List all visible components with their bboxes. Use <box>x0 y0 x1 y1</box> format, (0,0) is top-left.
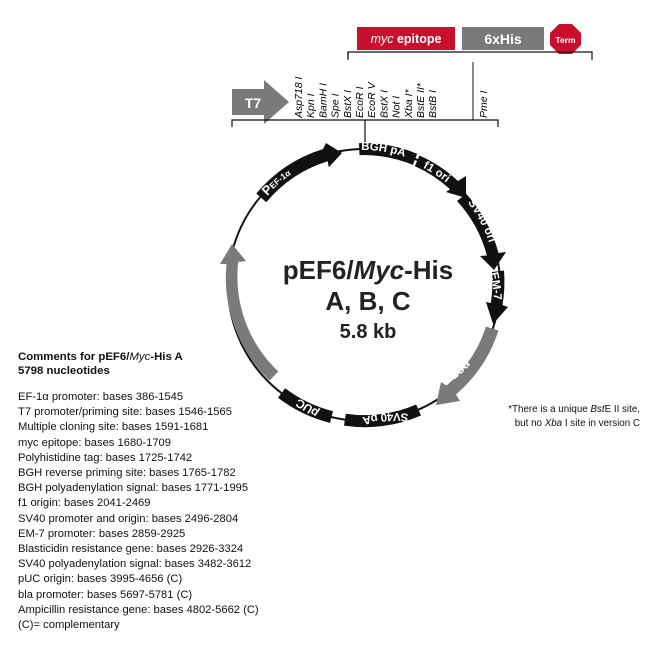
footnote: *There is a unique BstE II site, but no … <box>508 404 640 429</box>
comment-row: Blasticidin resistance gene: bases 2926-… <box>18 543 244 556</box>
comments-list: EF-1α promoter: bases 386-1545 T7 promote… <box>18 390 259 633</box>
plasmid-name: pEF6/Myc-His <box>283 255 454 285</box>
ampicillin-arrow <box>220 244 279 381</box>
bgh-label: BGH pA <box>361 141 407 160</box>
f1-ori-arrow <box>414 155 466 198</box>
comment-row: (C)= complementary <box>18 619 120 632</box>
em7-label: EM-7 <box>487 271 503 300</box>
plasmid-size: 5.8 kb <box>340 321 397 343</box>
restriction-site: BstB I <box>427 90 439 118</box>
em7-arrow <box>486 270 508 324</box>
svg-text:myc epitope: myc epitope <box>371 32 442 46</box>
comment-row: Multiple cloning site: bases 1591-1681 <box>18 421 209 434</box>
comments-header: Comments for pEF6/Myc-His A 5798 nucleot… <box>18 351 183 377</box>
comment-row: SV40 promoter and origin: bases 2496-280… <box>18 512 239 525</box>
puc-segment <box>278 388 333 423</box>
comment-row: BGH polyadenylation signal: bases 1771-1… <box>18 482 249 495</box>
restriction-site: Asp718 I <box>293 76 305 119</box>
sv40pa-label: SV40 pA <box>361 410 408 426</box>
comment-row: SV40 polyadenylation signal: bases 3482-… <box>18 558 252 571</box>
comment-row: BGH reverse priming site: bases 1765-178… <box>18 467 236 480</box>
plasmid-versions: A, B, C <box>325 286 410 316</box>
svg-text:6xHis: 6xHis <box>484 31 522 47</box>
restriction-site: Spe I <box>330 93 342 118</box>
pef-promoter-arrow <box>256 143 342 203</box>
myc-epitope-tag: myc epitope <box>357 27 455 50</box>
sv40-ori-arrow <box>457 194 506 270</box>
comment-row: Polyhistidine tag: bases 1725-1742 <box>18 451 193 464</box>
svg-text:Term: Term <box>555 35 576 45</box>
restriction-site: Xba I* <box>403 88 415 119</box>
restriction-site: EcoR V <box>366 81 378 118</box>
restriction-site: BstE II* <box>415 82 427 118</box>
restriction-site: Not I <box>391 96 403 118</box>
f1-label: f1 ori <box>421 160 452 185</box>
svg-text:T7: T7 <box>245 95 262 111</box>
his-tag: 6xHis <box>462 27 544 50</box>
comment-row: myc epitope: bases 1680-1709 <box>18 436 171 449</box>
restriction-site: EcoR I <box>354 86 366 118</box>
comment-row: bla promoter: bases 5697-5781 (C) <box>18 588 193 601</box>
bgh-pa-segment <box>359 143 418 165</box>
comments-panel: Comments for pEF6/Myc-His A 5798 nucleot… <box>18 350 259 633</box>
restriction-site: BstX I <box>378 90 390 118</box>
comment-row: T7 promoter/priming site: bases 1546-156… <box>18 406 232 419</box>
comment-row: pUC origin: bases 3995-4656 (C) <box>18 573 183 586</box>
restriction-site: Kpn I <box>305 93 317 118</box>
sv40-pa-segment <box>344 404 421 428</box>
comment-row: EM-7 promoter: bases 2859-2925 <box>18 527 186 540</box>
comment-row: Ampicillin resistance gene: bases 4802-5… <box>18 603 259 616</box>
pme-site: Pme I <box>478 90 490 118</box>
comment-row: EF-1α promoter: bases 386-1545 <box>18 391 184 403</box>
term-stop-icon: Term <box>550 24 581 54</box>
restriction-site: BstX I <box>342 90 354 118</box>
restriction-site: BamH I <box>317 83 329 118</box>
comment-row: f1 origin: bases 2041-2469 <box>18 497 151 510</box>
t7-promoter-arrow: T7 <box>232 80 289 124</box>
bsd-arrow <box>436 326 499 405</box>
